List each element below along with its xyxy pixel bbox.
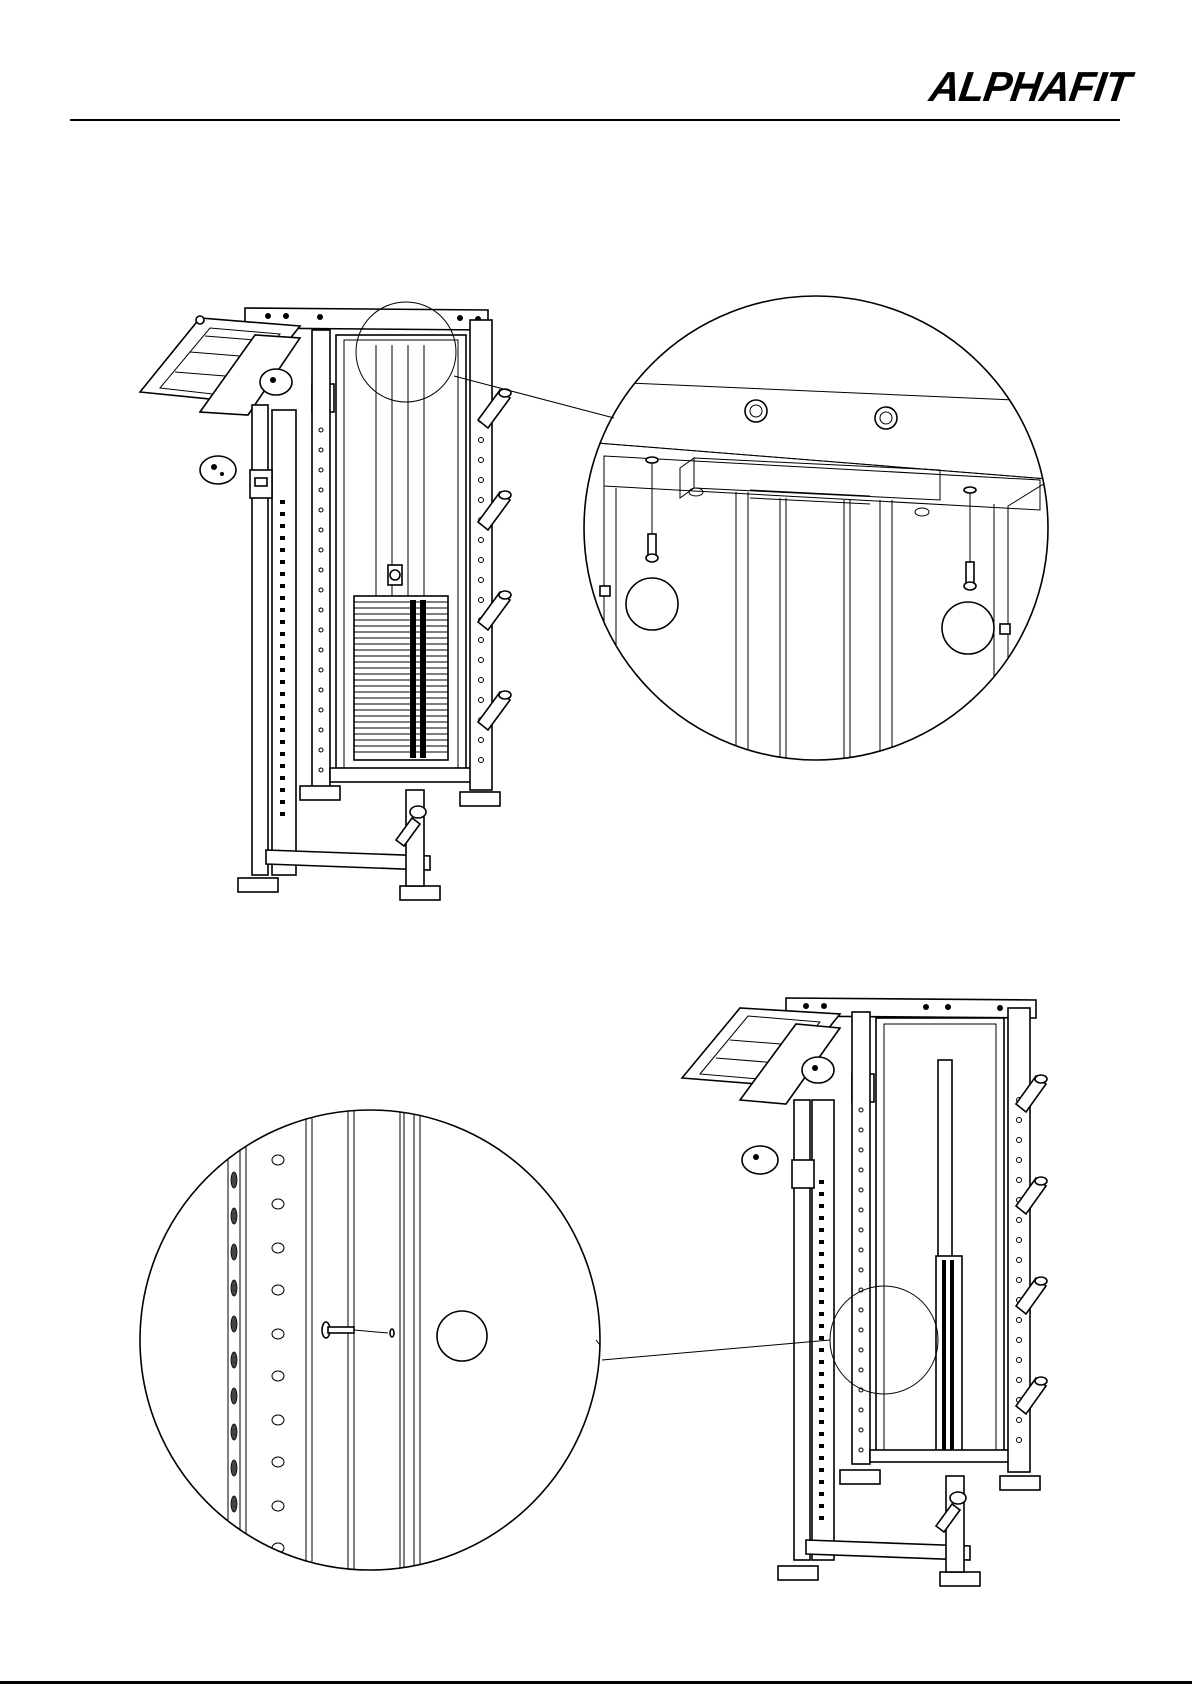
- rack-drawing-top: [140, 308, 511, 900]
- footer-rule: [0, 1681, 1192, 1684]
- detail-magnifier-top: [560, 296, 1060, 780]
- hole-column-bottom: [819, 1180, 824, 1520]
- detail-magnifier-bottom: [140, 1100, 604, 1600]
- callout-circle: [626, 578, 678, 630]
- bolt-icon: [646, 457, 658, 562]
- bolt-icon: [322, 1322, 394, 1338]
- bolt-icon: [964, 487, 976, 590]
- callout-circle: [437, 1311, 487, 1361]
- callout-circle: [942, 602, 994, 654]
- rack-drawing-bottom: [682, 998, 1047, 1586]
